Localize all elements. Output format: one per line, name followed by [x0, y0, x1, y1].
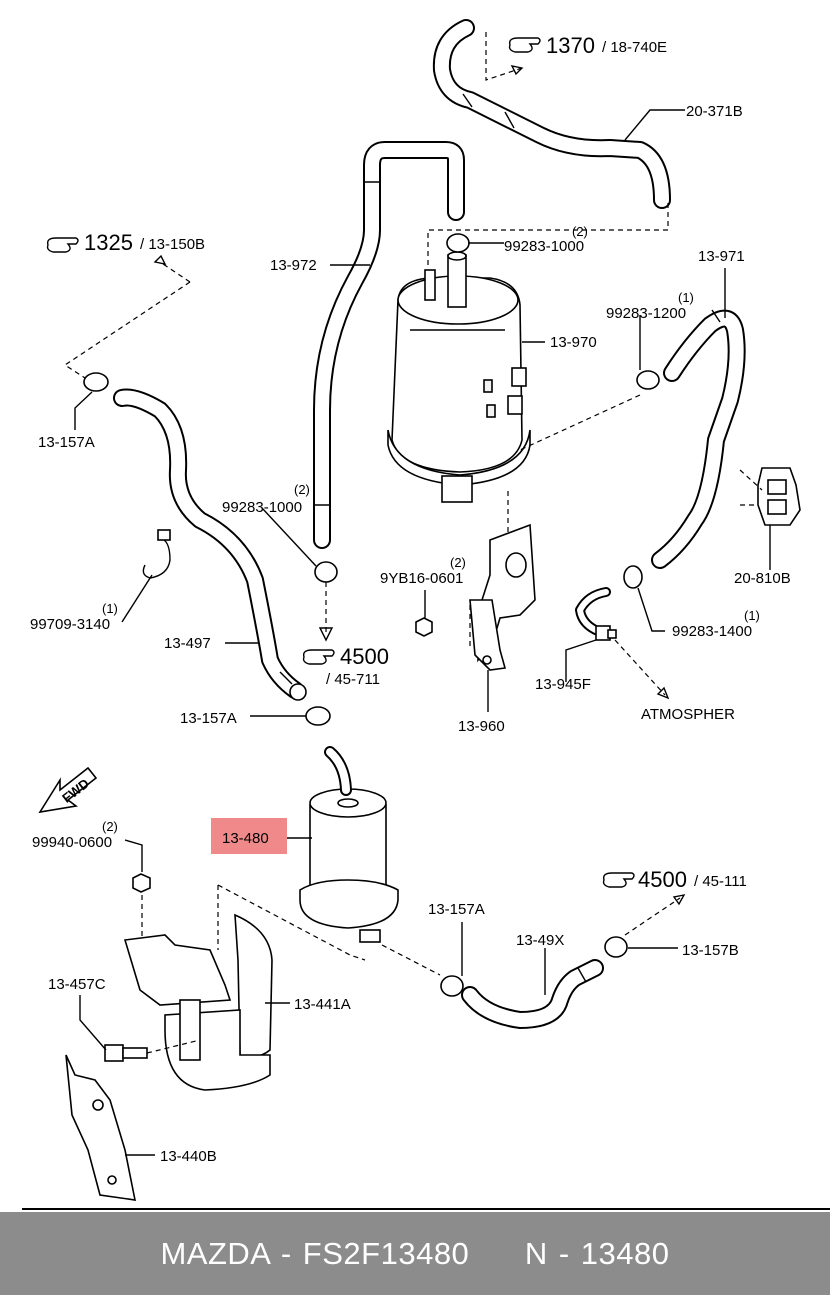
qty-top: (2)	[572, 224, 588, 239]
qty-1400: (1)	[744, 608, 760, 623]
connector-20-810B	[757, 467, 801, 565]
hose-13-972	[313, 141, 465, 549]
canister-13-970	[387, 251, 531, 503]
label-99283-1400: 99283-1400	[672, 623, 752, 640]
label-13-440B: 13-440B	[160, 1148, 217, 1165]
hose-13-971	[651, 309, 746, 569]
label-13-497: 13-497	[164, 635, 211, 652]
clamp-13-157B	[604, 936, 628, 958]
ref-1325-sub: / 13-150B	[140, 236, 205, 253]
label-9YB16-0601: 9YB16-0601	[380, 570, 463, 587]
qty-9yb: (2)	[450, 555, 466, 570]
bolt-13-457C	[104, 1044, 148, 1062]
label-99940-0600: 99940-0600	[32, 834, 112, 851]
ref-4500-b-sub: / 45-111	[694, 873, 747, 890]
hose-13-49X	[461, 959, 604, 1029]
qty-1200: (1)	[678, 290, 694, 305]
fwd-arrow-icon	[38, 766, 98, 814]
clamp-13-157A-mid	[305, 706, 331, 726]
bracket-13-960	[469, 523, 536, 671]
ref-4500-b-number: 4500	[638, 867, 687, 892]
hand-pointer-icon	[46, 237, 79, 253]
label-99709-3140: 99709-3140	[30, 616, 110, 633]
label-13-971: 13-971	[698, 248, 745, 265]
label-13-157A-left: 13-157A	[38, 434, 95, 451]
clamp-99283-1000-top	[446, 233, 504, 253]
label-13-972: 13-972	[270, 257, 317, 274]
label-atmosphere: ATMOSPHER	[641, 706, 735, 723]
clamp-99283-1000-mid	[314, 561, 338, 583]
ref-1370-number: 1370	[546, 33, 595, 58]
hand-pointer-icon	[508, 37, 541, 53]
clamp-13-157A-right	[440, 975, 464, 997]
label-99283-1000-mid: 99283-1000	[222, 499, 302, 516]
label-13-49X: 13-49X	[516, 932, 564, 949]
qty-mid: (2)	[294, 482, 310, 497]
qty-99709: (1)	[102, 601, 118, 616]
label-13-945F: 13-945F	[535, 676, 591, 693]
clamp-13-157A-left	[83, 372, 109, 392]
clip-99709-3140	[142, 529, 171, 579]
fuel-filter-13-480	[299, 746, 399, 943]
footer-part-number: MAZDA - FS2F13480 N - 13480	[160, 1235, 670, 1271]
label-20-810B: 20-810B	[734, 570, 791, 587]
fitting-13-945F	[575, 587, 617, 641]
bracket-13-441A	[123, 913, 273, 1091]
label-99283-1200: 99283-1200	[606, 305, 686, 322]
label-13-960: 13-960	[458, 718, 505, 735]
ref-4500-a-sub: / 45-711	[326, 671, 380, 688]
hand-pointer-icon	[302, 649, 335, 665]
label-13-441A: 13-441A	[294, 996, 351, 1013]
footer-bar: MAZDA - FS2F13480 N - 13480	[0, 1212, 830, 1295]
label-13-970: 13-970	[550, 334, 597, 351]
label-13-157B: 13-157B	[682, 942, 739, 959]
label-13-457C: 13-457C	[48, 976, 106, 993]
bracket-13-440B	[65, 1054, 137, 1201]
label-13-157A-mid: 13-157A	[180, 710, 237, 727]
ref-4500-a-number: 4500	[340, 644, 389, 669]
highlight-box-13-480	[211, 818, 287, 854]
ref-1325-number: 1325	[84, 230, 133, 255]
clamp-99283-1200	[636, 370, 660, 390]
hose-20-371B	[432, 19, 671, 209]
leader-lines	[74, 109, 771, 1156]
nut-99940-0600	[132, 873, 151, 893]
nut-9YB16-0601	[415, 617, 433, 637]
parts-diagram: 1370 / 18-740E 1325 / 13-150B 4500 / 45-…	[22, 19, 830, 1210]
clamp-99283-1400	[623, 565, 643, 589]
label-13-480: 13-480	[222, 830, 269, 847]
hose-13-497	[113, 388, 307, 701]
label-99283-1000-top: 99283-1000	[504, 238, 584, 255]
ref-1370-sub: / 18-740E	[602, 39, 667, 56]
qty-99940: (2)	[102, 819, 118, 834]
hand-pointer-icon	[602, 872, 635, 888]
label-20-371B: 20-371B	[686, 103, 743, 120]
label-13-157A-right: 13-157A	[428, 901, 485, 918]
